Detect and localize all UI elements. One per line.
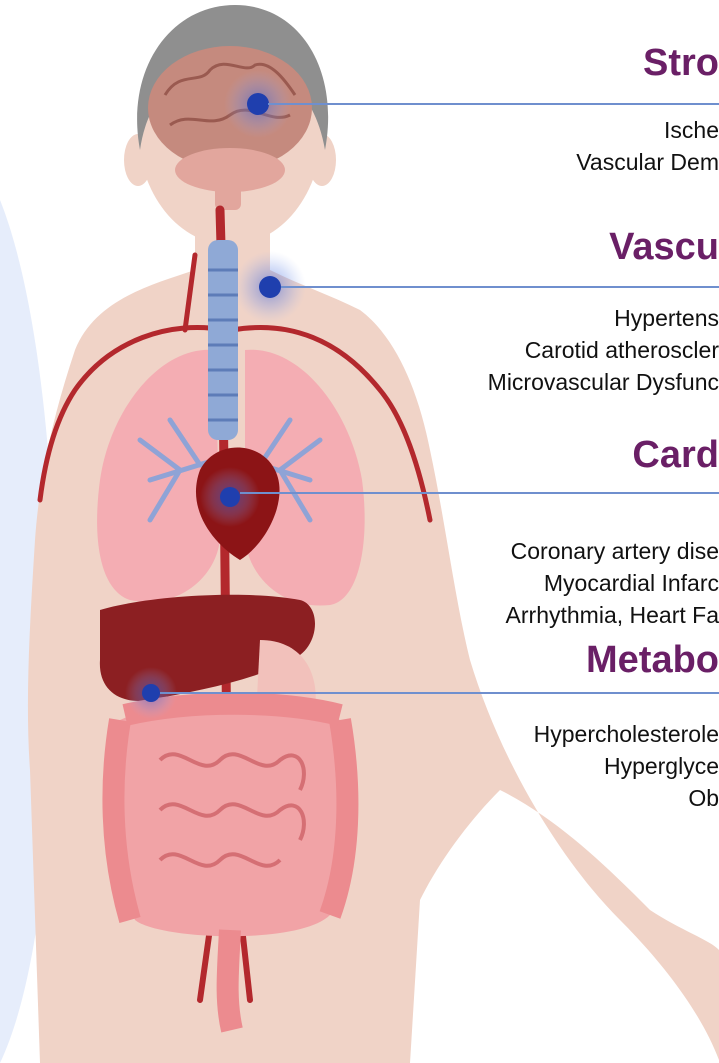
callout-line: Ische	[576, 114, 719, 146]
callout-desc-vascular: Hypertens Carotid atheroscler Microvascu…	[488, 302, 719, 398]
callout-title-vascular: Vascu	[609, 228, 719, 266]
callout-line: Ob	[534, 782, 719, 814]
callout-desc-cardiac: Coronary artery dise Myocardial Infarc A…	[506, 535, 719, 631]
callout-desc-stroke: Ische Vascular Dem	[576, 114, 719, 178]
callout-line: Arrhythmia, Heart Fa	[506, 599, 719, 631]
callout-line: Coronary artery dise	[506, 535, 719, 567]
callout-line: Vascular Dem	[576, 146, 719, 178]
callout-title-cardiac: Card	[632, 436, 719, 474]
callout-line: Myocardial Infarc	[506, 567, 719, 599]
heart-marker	[200, 467, 260, 527]
callout-line: Hypertens	[488, 302, 719, 334]
callout-line: Carotid atheroscler	[488, 334, 719, 366]
callout-title-metabolic: Metabo	[586, 641, 719, 679]
callout-line: Hypercholesterole	[534, 718, 719, 750]
callout-line: Microvascular Dysfunc	[488, 366, 719, 398]
callout-desc-metabolic: Hypercholesterole Hyperglyce Ob	[534, 718, 719, 814]
callout-line: Hyperglyce	[534, 750, 719, 782]
trachea	[208, 240, 238, 440]
callout-title-stroke: Stro	[643, 44, 719, 82]
